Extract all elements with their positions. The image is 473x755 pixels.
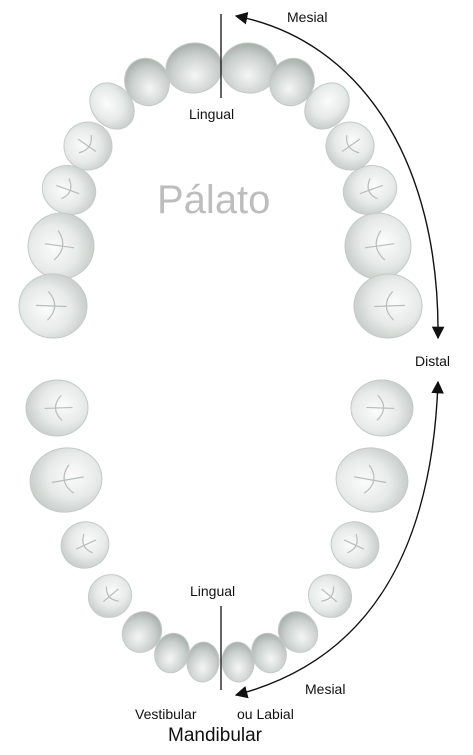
upper-tooth bbox=[18, 273, 88, 339]
lower-tooth bbox=[54, 514, 117, 576]
upper-tooth bbox=[353, 273, 423, 339]
lower-tooth bbox=[350, 379, 414, 437]
upper-tooth bbox=[163, 39, 225, 96]
lower-tooth bbox=[25, 442, 107, 518]
lower-teeth bbox=[25, 379, 414, 683]
upper-tooth bbox=[341, 209, 416, 284]
distal-label: Distal bbox=[415, 353, 450, 369]
mesial-top-label: Mesial bbox=[287, 9, 327, 25]
lower-tooth bbox=[331, 442, 413, 518]
vestibular-label: Vestibular bbox=[135, 706, 196, 722]
palate-label: Pálato bbox=[157, 178, 270, 222]
lower-tooth bbox=[220, 641, 255, 684]
lingual-bottom-label: Lingual bbox=[190, 583, 235, 599]
lower-tooth bbox=[324, 514, 387, 576]
labial-label: ou Labial bbox=[237, 706, 294, 722]
mandibular-label: Mandibular bbox=[168, 725, 262, 747]
mesial-bottom-label: Mesial bbox=[305, 681, 345, 697]
lower-tooth bbox=[185, 641, 220, 684]
lower-tooth bbox=[25, 379, 89, 437]
lingual-top-label: Lingual bbox=[189, 106, 234, 122]
upper-tooth bbox=[24, 209, 99, 284]
